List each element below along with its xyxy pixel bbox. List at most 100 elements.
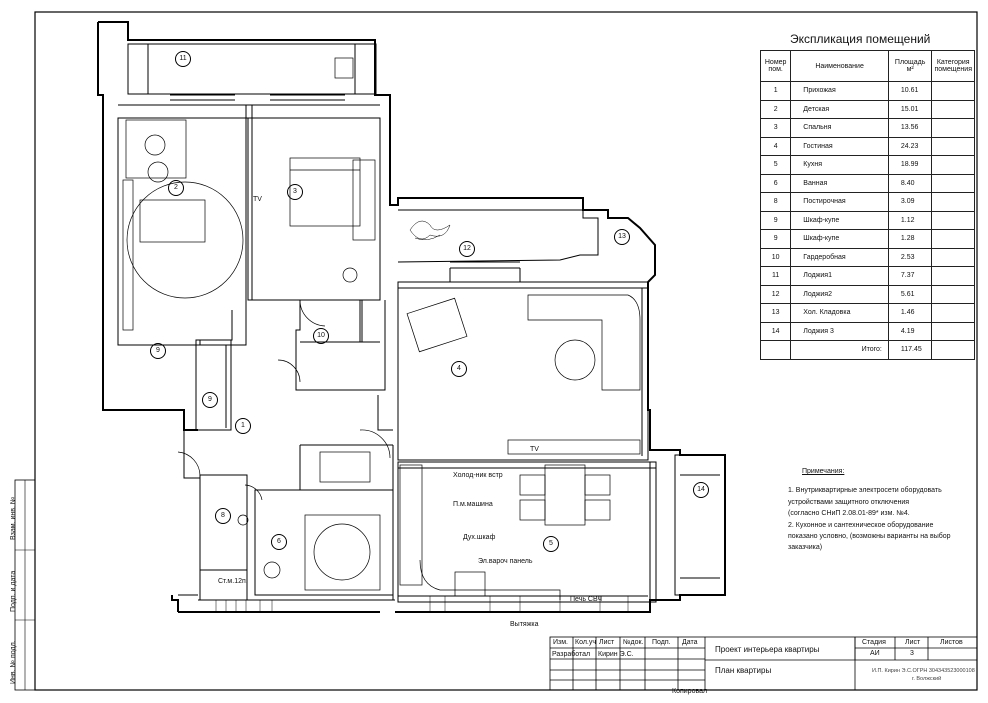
cell-name: Гостиная (790, 136, 889, 156)
window-hatch (215, 596, 629, 612)
note-line: 1. Внутриквартирные электросети оборудов… (788, 487, 942, 495)
header-name: Наименование (790, 50, 889, 82)
note-line: 2. Кухонное и сантехническое оборудовани… (788, 521, 934, 529)
cell-category (931, 118, 975, 138)
tb-author: И.П. Кирин Э.С.ОГРН 304343523000108 (872, 668, 975, 674)
label-oven: Дух.шкаф (463, 534, 496, 541)
sheet-frame (34, 11, 978, 691)
explication-table: Номер пом. Наименование Площадь м² Катег… (759, 50, 975, 360)
cell-name: Кухня (790, 155, 889, 175)
header-category: Категория помещения (931, 50, 975, 82)
side-stamp-1: Взам. инв. № (10, 496, 17, 540)
cell (759, 340, 792, 360)
room-number-10: 10 (313, 328, 329, 344)
tb-sheet-label: Лист (905, 639, 921, 646)
cell-area: 13.56 (887, 118, 933, 138)
cell-num: 9 (759, 210, 792, 230)
tb-razrab-label: Разработал (552, 651, 591, 658)
room-number-13: 13 (614, 229, 630, 245)
cell-num: 1 (759, 81, 792, 101)
room-number-5: 5 (543, 536, 559, 552)
cell-name: Постирочная (790, 192, 889, 212)
label-fridge: Холод-ник встр (453, 472, 503, 479)
note-line: устройствами защитного отключения (788, 498, 910, 506)
cell-area: 1.28 (887, 229, 933, 249)
cell (931, 340, 975, 360)
cell-num: 8 (759, 192, 792, 212)
room-number-11: 11 (175, 51, 191, 67)
note-line: показано условно, (возможны варианты на … (788, 533, 951, 541)
tb-col-kol: Кол.уч (575, 639, 596, 646)
cell-area: 18.99 (887, 155, 933, 175)
label-cooktop: Эл.вароч панель (478, 558, 533, 565)
cell-category (931, 192, 975, 212)
plant-icon (409, 220, 451, 241)
room-number-14: 14 (693, 482, 709, 498)
tb-col-izm: Изм. (553, 639, 568, 646)
table-row: Итого: 117.45 (759, 340, 975, 360)
cell-area: 1.46 (887, 303, 933, 323)
room-number-1: 1 (235, 418, 251, 434)
tb-city: г. Волжский (912, 676, 942, 682)
tb-sheets-label: Листов (940, 639, 963, 646)
tb-stage-label: Стадия (862, 639, 886, 646)
tb-col-list: Лист (599, 639, 615, 646)
cell-area: 8.40 (887, 173, 933, 193)
label-washer: Ст.м.12п. (218, 578, 248, 585)
room-number-9b: 9 (202, 392, 218, 408)
side-stamp-2: Подп. и дата (10, 570, 17, 612)
cell-name: Ванная (790, 173, 889, 193)
tb-project: Проект интерьера квартиры (715, 645, 820, 654)
tb-drawing: План квартиры (715, 666, 772, 675)
cell-category (931, 229, 975, 249)
interior-walls (117, 43, 726, 603)
tb-col-ndok: №док. (623, 639, 644, 646)
cell-num: 9 (759, 229, 792, 249)
tb-col-data: Дата (682, 639, 698, 646)
tb-stage-value: АИ (870, 650, 880, 657)
cell-name: Шкаф-купе (790, 210, 889, 230)
tv-label-bedroom: TV (253, 196, 262, 203)
tv-label-living: TV (530, 446, 539, 453)
label-hood: Вытяжка (510, 621, 539, 628)
cell-category (931, 136, 975, 156)
cell-name: Спальня (790, 118, 889, 138)
notes-block: Примечания: 1. Внутриквартирные электрос… (788, 466, 973, 554)
room-number-8: 8 (215, 508, 231, 524)
room-number-3: 3 (287, 184, 303, 200)
cell-name: Шкаф-купе (790, 229, 889, 249)
cell-area: 4.19 (887, 321, 933, 341)
tb-sheet-value: 3 (910, 650, 914, 657)
cell-area: 3.09 (887, 192, 933, 212)
cell-area: 24.23 (887, 136, 933, 156)
table-header-row: Номер пом. Наименование Площадь м² Катег… (759, 50, 975, 82)
label-dishwasher: П.м.машина (453, 501, 493, 508)
room-number-6: 6 (271, 534, 287, 550)
cell-area: 1.12 (887, 210, 933, 230)
explication-title: Экспликация помещений (790, 32, 931, 46)
side-stamp-3: Инв. № подл. (10, 640, 17, 684)
header-num: Номер пом. (759, 50, 792, 82)
cell-category (931, 155, 975, 175)
total-value: 117.45 (887, 340, 933, 360)
furniture (122, 57, 641, 600)
cell-num: 6 (759, 173, 792, 193)
label-microwave: Печь СВЧ (570, 596, 603, 603)
tb-razrab-name: Кирин Э.С. (598, 651, 634, 658)
cell-num: 5 (759, 155, 792, 175)
room-number-12: 12 (459, 241, 475, 257)
room-number-9a: 9 (150, 343, 166, 359)
room-number-4: 4 (451, 361, 467, 377)
note-line: (согласно СНиП 2.08.01-89* изм. №4. (788, 510, 910, 518)
